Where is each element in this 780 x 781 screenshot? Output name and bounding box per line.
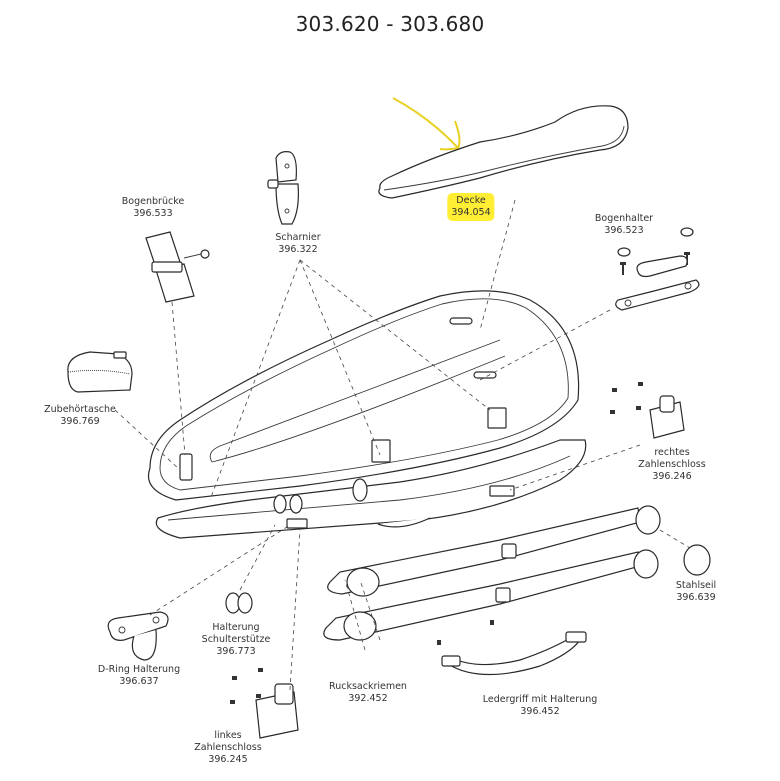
label-d-ring-halterung: D-Ring Halterung 396.637 [98,664,180,688]
label-stahlseil: Stahlseil 396.639 [676,580,716,604]
label-scharnier: Scharnier 396.322 [275,232,320,256]
part-number: 394.054 [451,207,491,218]
part-name: rechtes [654,447,690,458]
part-name: linkes [214,730,242,741]
part-name-line2: Zahlenschloss [194,742,262,753]
linkes-zahlenschloss-part [230,668,299,739]
label-zubehoertasche: Zubehörtasche 396.769 [44,404,116,428]
part-number: 396.322 [278,244,318,255]
rechtes-zahlenschloss-part [610,382,685,439]
leader-lines [114,199,691,691]
d-ring-halterung-part [107,611,169,661]
label-halterung-schulterstuetze: Halterung Schulterstütze 396.773 [202,622,271,658]
part-number: 396.769 [60,416,100,427]
part-number: 396.452 [520,706,560,717]
part-name: Stahlseil [675,580,717,591]
part-name: Bogenhalter [594,213,654,224]
part-name: D-Ring Halterung [97,664,181,675]
bogenhalter-part [615,227,700,311]
stahlseil-part [683,544,711,576]
highlight-marker: Decke 394.054 [447,193,495,221]
part-number: 392.452 [348,693,388,704]
part-name: Rucksackriemen [329,681,407,692]
label-rechtes-zahlenschloss: rechtes Zahlenschloss 396.246 [638,447,705,483]
label-rucksackriemen: Rucksackriemen 392.452 [329,681,407,705]
part-name: Ledergriff mit Halterung [482,694,598,705]
label-linkes-zahlenschloss: linkes Zahlenschloss 396.245 [194,730,261,766]
diagram-title: 303.620 - 303.680 [295,12,485,36]
part-name: Scharnier [275,232,321,243]
part-name-line2: Zahlenschloss [638,459,706,470]
label-bogenbruecke: Bogenbrücke 396.533 [122,196,184,220]
annotation-arrow [392,97,461,151]
part-name-line2: Schulterstütze [201,634,271,645]
part-name: Decke [456,195,486,206]
part-number: 396.523 [604,225,644,236]
part-name: Zubehörtasche [44,404,116,415]
part-name: Bogenbrücke [121,196,185,207]
part-number: 396.773 [216,646,256,657]
label-ledergriff: Ledergriff mit Halterung 396.452 [483,694,598,718]
part-number: 396.639 [676,592,716,603]
violin-case-part [148,290,587,539]
part-number: 396.637 [119,676,159,687]
part-name: Halterung [212,622,260,633]
label-decke: Decke 394.054 [447,193,495,221]
part-number: 396.246 [652,471,692,482]
rucksackriemen-part [323,505,661,645]
ledergriff-part [441,631,587,676]
label-bogenhalter: Bogenhalter 396.523 [595,213,653,237]
halterung-schulterstuetze-part [225,592,253,614]
part-number: 396.533 [133,208,173,219]
bogenbruecke-part [145,231,210,303]
part-number: 396.245 [208,754,248,765]
scharnier-part [267,151,299,225]
decke-part [378,105,629,199]
zubehoertasche-part [67,351,133,393]
